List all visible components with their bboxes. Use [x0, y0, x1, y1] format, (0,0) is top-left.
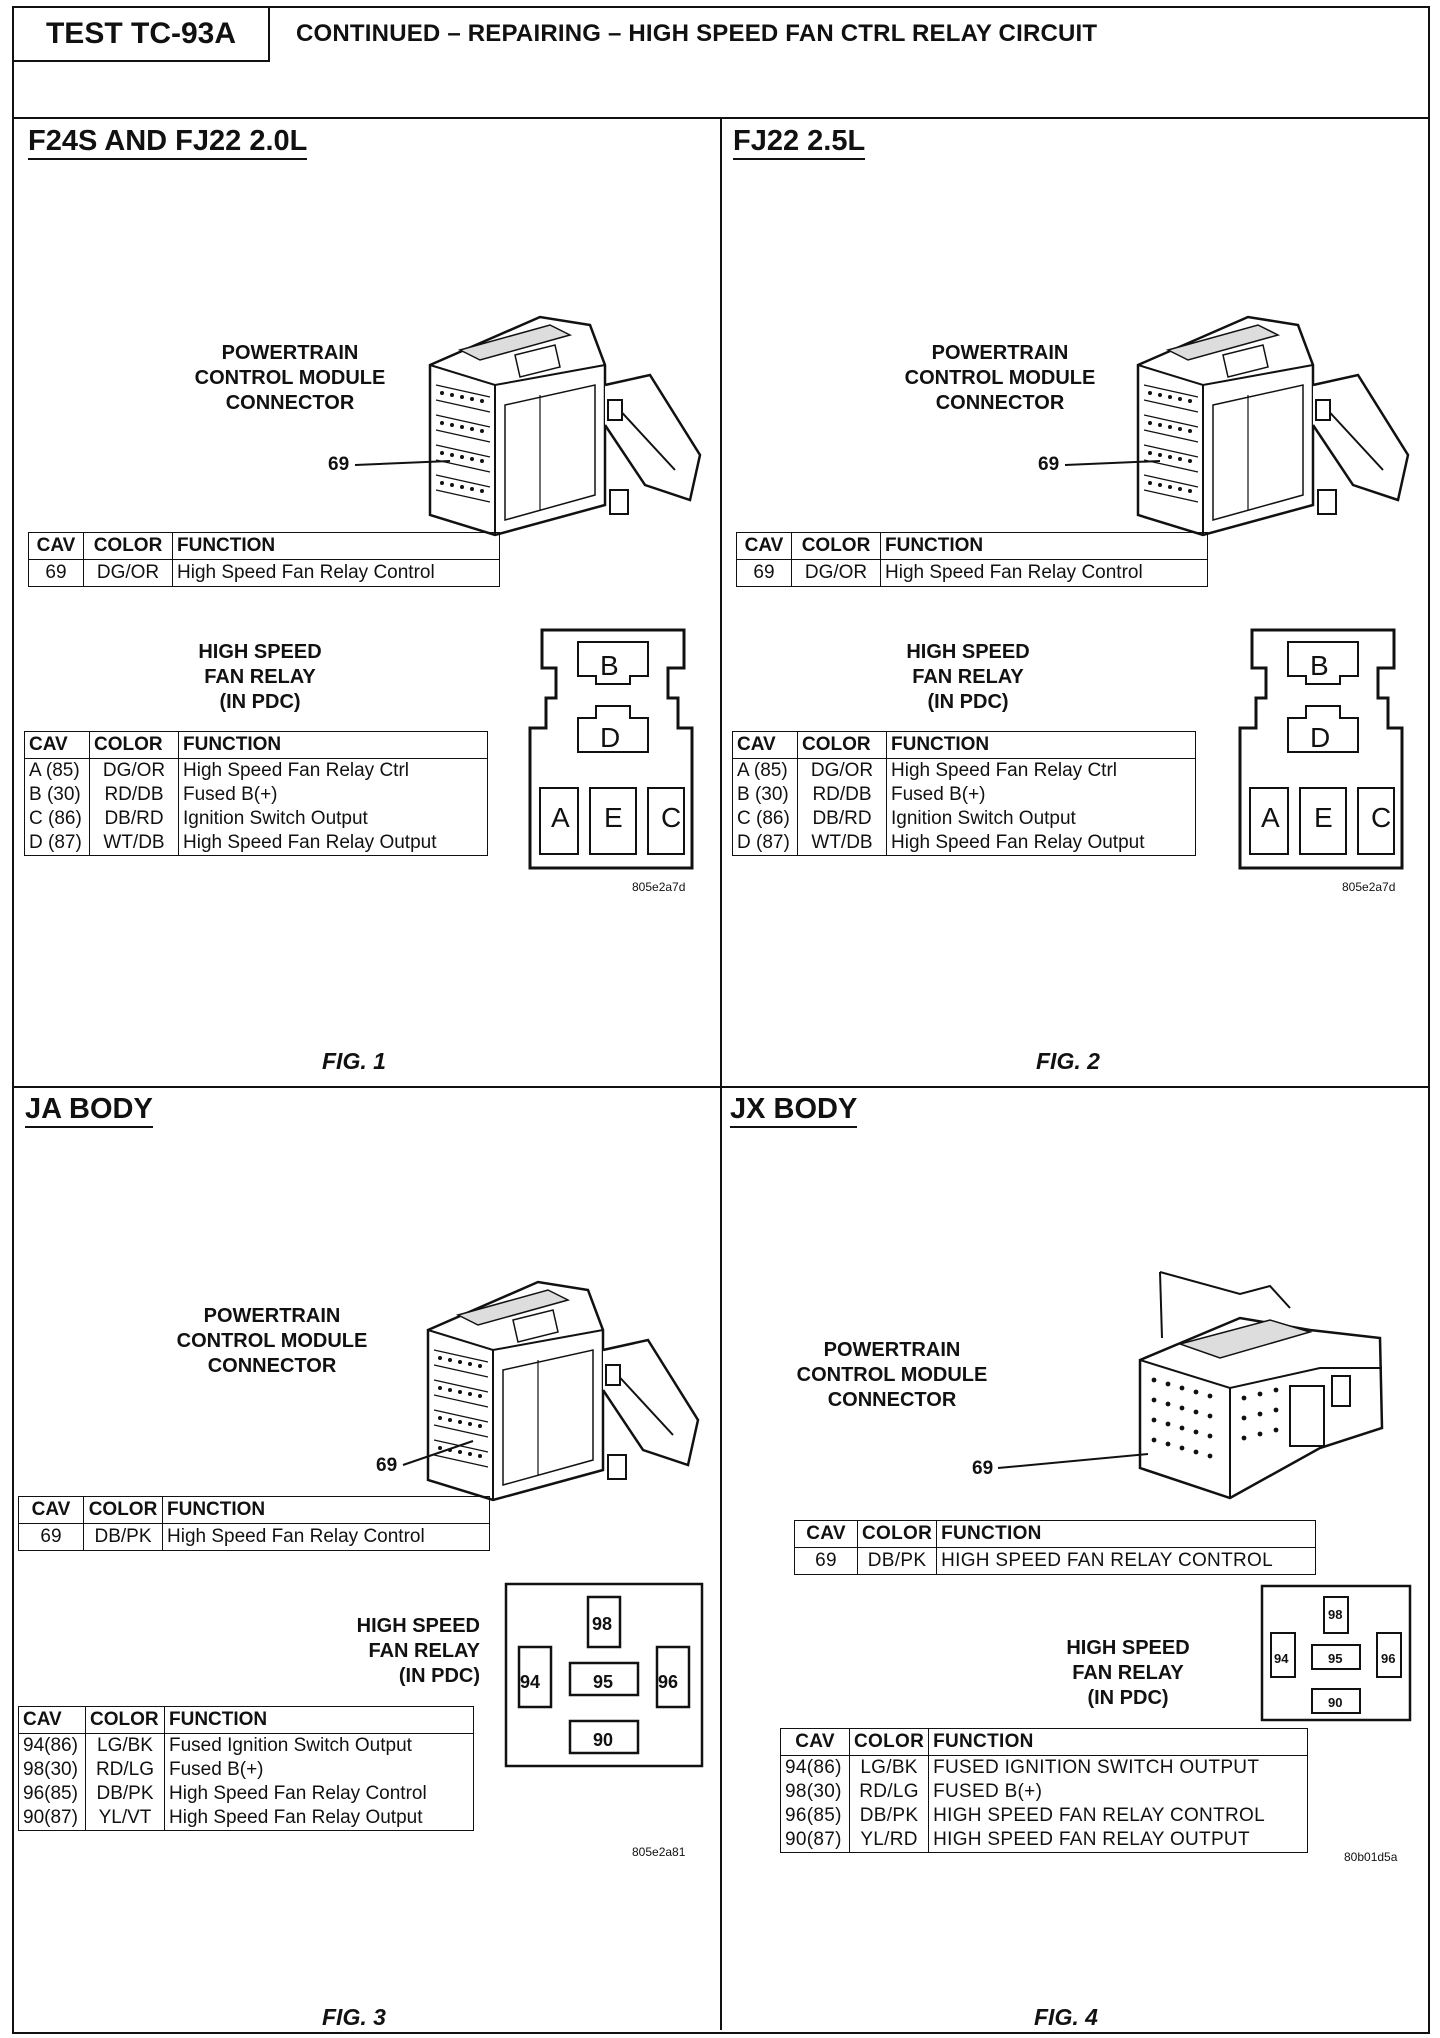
table-row: 69 DG/OR High Speed Fan Relay Control: [736, 559, 1208, 587]
relay-pin-c: C: [1371, 802, 1392, 833]
relay-pin-diagram: [1260, 1584, 1412, 1722]
pcm-connector-illustration: [1136, 315, 1410, 537]
relay-pin-b: B: [1310, 650, 1329, 681]
table-row: 69 DB/PK HIGH SPEED FAN RELAY CONTROL: [794, 1547, 1317, 1575]
figure-caption: FIG. 3: [322, 2004, 386, 2030]
table-row: 69 DB/PK High Speed Fan Relay Control: [18, 1523, 490, 1551]
relay-pin-90: 90: [1328, 1695, 1343, 1710]
pcm-connector-label: POWERTRAIN CONTROL MODULE CONNECTOR: [904, 342, 1096, 414]
panel-title: JA BODY: [25, 1092, 153, 1128]
horizontal-divider: [12, 1086, 1428, 1088]
pcm-connector-illustration: [426, 1280, 700, 1502]
relay-pin-98: 98: [592, 1614, 613, 1634]
pcm-connector-illustration: [428, 315, 702, 537]
pin-69-leader-line: [997, 1453, 1149, 1469]
pin-69-callout: 69: [972, 1458, 994, 1479]
relay-pin-90: 90: [593, 1730, 614, 1750]
relay-pin-d: D: [600, 722, 621, 753]
relay-label: HIGH SPEED FAN RELAY (IN PDC): [1066, 1637, 1190, 1709]
pin-69-callout: 69: [376, 1455, 398, 1476]
page-frame: [12, 6, 1430, 2034]
figure-code: 805e2a7d: [1342, 880, 1396, 894]
relay-pin-96: 96: [658, 1672, 679, 1692]
pin-69-leader-line: [1064, 460, 1161, 466]
page-title: CONTINUED – REPAIRING – HIGH SPEED FAN C…: [296, 20, 1098, 47]
figure-caption: FIG. 2: [1036, 1048, 1100, 1074]
figure-caption: FIG. 1: [322, 1048, 386, 1074]
relay-pin-e: E: [1314, 802, 1333, 833]
pcm-connector-illustration: [1138, 1271, 1384, 1500]
pcm-connector-label: POWERTRAIN CONTROL MODULE CONNECTOR: [796, 1339, 988, 1411]
figure-code: 805e2a81: [632, 1845, 686, 1859]
relay-pin-b: B: [600, 650, 619, 681]
relay-pin-95: 95: [1328, 1651, 1343, 1666]
relay-pin-a: A: [1261, 802, 1280, 833]
figure-code: 805e2a7d: [632, 880, 686, 894]
relay-label: HIGH SPEED FAN RELAY (IN PDC): [198, 641, 322, 713]
panel-title: JX BODY: [730, 1092, 858, 1128]
pcm-connector-label: POWERTRAIN CONTROL MODULE CONNECTOR: [194, 342, 386, 414]
relay-pin-95: 95: [593, 1672, 614, 1692]
relay-pin-c: C: [661, 802, 682, 833]
relay-pin-94: 94: [1274, 1651, 1289, 1666]
relay-pin-94: 94: [520, 1672, 541, 1692]
relay-pin-diagram: [504, 1582, 704, 1768]
pin-69-callout: 69: [1038, 454, 1060, 475]
relay-pin-96: 96: [1381, 1651, 1396, 1666]
relay-pin-98: 98: [1328, 1607, 1343, 1622]
relay-pin-diagram: [1238, 628, 1404, 870]
pin-69-leader-line: [402, 1440, 474, 1466]
vertical-divider: [720, 117, 722, 2030]
relay-label: HIGH SPEED FAN RELAY (IN PDC): [356, 1615, 480, 1687]
relay-pin-diagram: [528, 628, 694, 870]
panel-title: FJ22 2.5L: [733, 124, 866, 160]
relay-label: HIGH SPEED FAN RELAY (IN PDC): [906, 641, 1030, 713]
panel-title: F24S AND FJ22 2.0L: [28, 124, 308, 160]
test-id: TEST TC-93A: [14, 8, 270, 62]
relay-pin-e: E: [604, 802, 623, 833]
relay-pin-d: D: [1310, 722, 1331, 753]
table-row: 69 DG/OR High Speed Fan Relay Control: [28, 559, 500, 587]
figure-caption: FIG. 4: [1034, 2004, 1098, 2030]
relay-pin-a: A: [551, 802, 570, 833]
pin-69-callout: 69: [328, 454, 350, 475]
pcm-connector-label: POWERTRAIN CONTROL MODULE CONNECTOR: [176, 1305, 368, 1377]
figure-code: 80b01d5a: [1344, 1850, 1398, 1864]
pin-69-leader-line: [354, 460, 451, 466]
